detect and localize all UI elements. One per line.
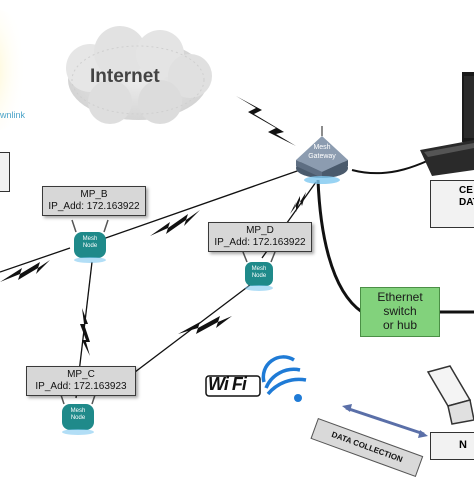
lightning-icon <box>0 260 50 282</box>
mesh-node-b-label: Mesh Node <box>76 236 104 250</box>
mesh-node-line1: Mesh <box>251 266 267 272</box>
gateway-label-line1: Mesh <box>313 144 331 151</box>
ethernet-line1: Ethernet <box>377 290 423 304</box>
internet-cloud-icon <box>66 26 212 124</box>
downlink-glow <box>0 10 26 130</box>
mesh-node-c-label: Mesh Node <box>64 408 92 422</box>
mesh-node-b-icon <box>71 219 109 263</box>
data-collection-arrow-icon <box>342 404 428 438</box>
gateway-label-line2: Gateway <box>308 153 336 160</box>
mesh-node-d-icon <box>242 251 276 291</box>
ethernet-line2: switch <box>383 304 417 318</box>
left-edge-box <box>0 152 10 192</box>
mesh-node-c-icon <box>59 391 97 435</box>
lightning-icon <box>236 96 296 146</box>
mesh-point-c-box: MP_C IP_Add: 172.163923 <box>26 366 136 396</box>
central-data-box: CE DAT. <box>430 180 474 228</box>
wifi-icon <box>205 355 307 402</box>
lightning-icon <box>80 308 90 356</box>
central-line2: DAT. <box>459 197 474 208</box>
mesh-point-ip: IP_Add: 172.163923 <box>35 381 127 392</box>
mesh-node-line2: Node <box>251 273 267 279</box>
gateway-label: Mesh Gateway <box>302 143 342 161</box>
ethernet-cable <box>316 179 363 314</box>
laptop-icon <box>426 365 474 425</box>
ethernet-line3: or hub <box>382 318 418 332</box>
mesh-point-name: MP_D <box>246 225 274 236</box>
ethernet-switch-box: Ethernet switch or hub <box>360 287 440 337</box>
wireless-link-left <box>0 247 71 273</box>
downlink-label: wnlink <box>0 110 26 120</box>
mesh-point-name: MP_B <box>80 189 108 200</box>
bottom-right-box: N <box>430 432 474 460</box>
computer-icon <box>420 72 474 176</box>
mesh-point-d-box: MP_D IP_Add: 172.163922 <box>208 222 312 252</box>
wifi-label: Wi Fi <box>208 374 247 394</box>
wireless-link-b-gateway <box>99 169 301 241</box>
mesh-point-ip: IP_Add: 172.163922 <box>48 201 140 212</box>
mesh-point-name: MP_C <box>67 369 95 380</box>
mesh-point-b-box: MP_B IP_Add: 172.163922 <box>42 186 146 216</box>
mesh-gateway-icon <box>296 126 348 184</box>
mesh-node-line1: Mesh <box>82 236 98 242</box>
lightning-icon <box>150 210 200 236</box>
lightning-icon <box>178 316 232 334</box>
mesh-node-d-label: Mesh Node <box>245 266 273 280</box>
mesh-node-line1: Mesh <box>70 408 86 414</box>
lightning-icon <box>290 192 306 214</box>
internet-label: Internet <box>90 66 160 87</box>
mesh-node-line2: Node <box>82 243 98 249</box>
mesh-point-ip: IP_Add: 172.163922 <box>214 237 306 248</box>
mesh-node-line2: Node <box>70 415 86 421</box>
central-line1: CE <box>459 185 473 196</box>
